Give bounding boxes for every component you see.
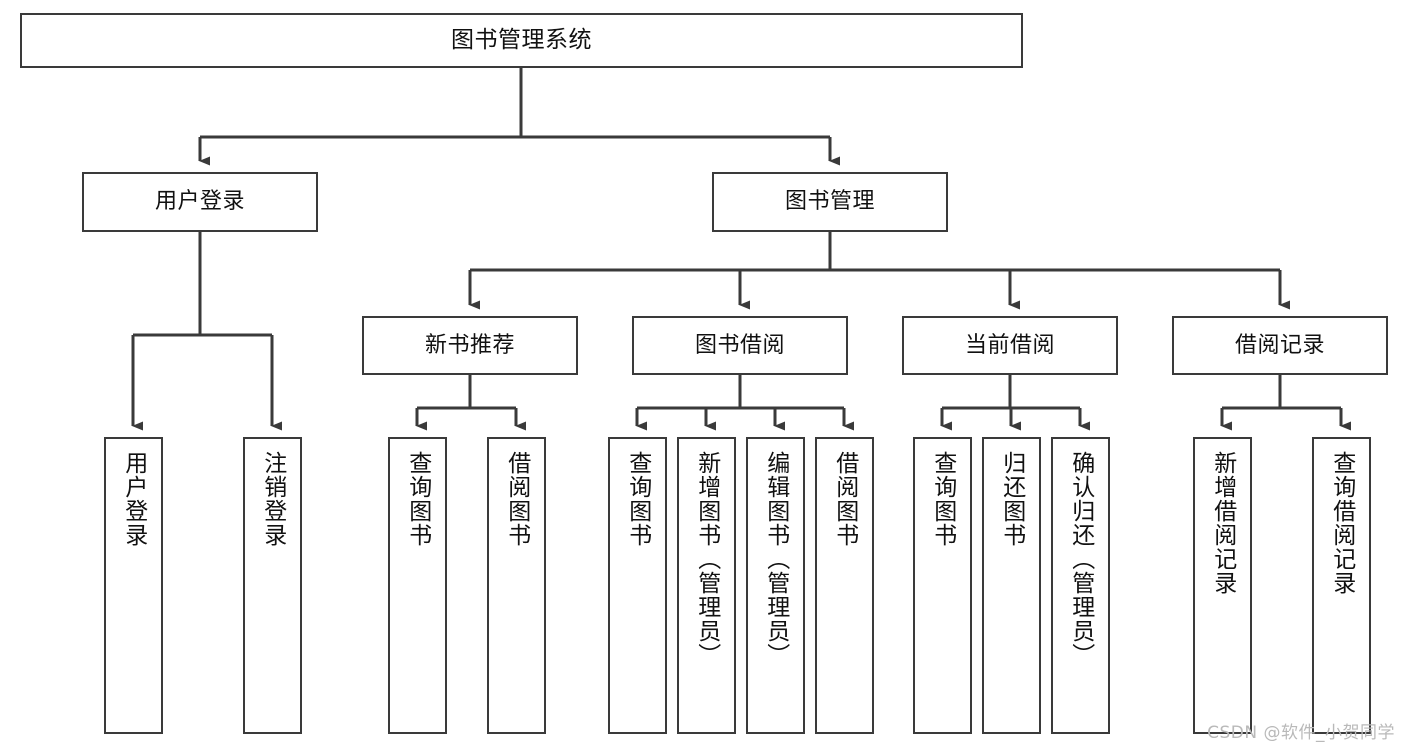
node-leaf-add-book[interactable]: 新增图书（管理员） bbox=[677, 437, 736, 734]
node-label: 图书管理系统 bbox=[451, 27, 592, 54]
node-label: 注销登录 bbox=[259, 451, 286, 547]
node-book-borrow[interactable]: 图书借阅 bbox=[632, 316, 848, 375]
node-leaf-add-record[interactable]: 新增借阅记录 bbox=[1193, 437, 1252, 734]
csdn-watermark: CSDN @软件_小贺同学 bbox=[1207, 723, 1395, 743]
node-label: 图书管理 bbox=[784, 189, 875, 215]
node-label: 查询图书 bbox=[624, 451, 651, 547]
node-label: 新增图书（管理员） bbox=[693, 451, 720, 667]
node-label: 编辑图书（管理员） bbox=[762, 451, 789, 667]
node-new-book-rec[interactable]: 新书推荐 bbox=[362, 316, 578, 375]
node-label: 确认归还（管理员） bbox=[1067, 451, 1094, 667]
node-book-manage[interactable]: 图书管理 bbox=[712, 172, 948, 232]
node-leaf-query-book-3[interactable]: 查询图书 bbox=[913, 437, 972, 734]
node-leaf-query-book-1[interactable]: 查询图书 bbox=[388, 437, 447, 734]
node-label: 查询借阅记录 bbox=[1328, 451, 1355, 595]
node-leaf-return-book[interactable]: 归还图书 bbox=[982, 437, 1041, 734]
node-label: 借阅记录 bbox=[1234, 332, 1325, 358]
node-label: 查询图书 bbox=[404, 451, 431, 547]
node-label: 当前借阅 bbox=[964, 332, 1055, 358]
node-leaf-user-login[interactable]: 用户登录 bbox=[104, 437, 163, 734]
node-label: 归还图书 bbox=[998, 451, 1025, 547]
node-current-borrow[interactable]: 当前借阅 bbox=[902, 316, 1118, 375]
node-leaf-borrow-book-1[interactable]: 借阅图书 bbox=[487, 437, 546, 734]
node-root[interactable]: 图书管理系统 bbox=[20, 13, 1023, 68]
node-label: 查询图书 bbox=[929, 451, 956, 547]
node-label: 用户登录 bbox=[154, 189, 245, 215]
node-label: 图书借阅 bbox=[694, 332, 785, 358]
node-label: 新书推荐 bbox=[424, 332, 515, 358]
node-borrow-record[interactable]: 借阅记录 bbox=[1172, 316, 1388, 375]
node-label: 用户登录 bbox=[120, 451, 147, 547]
node-leaf-user-logout[interactable]: 注销登录 bbox=[243, 437, 302, 734]
node-leaf-query-record[interactable]: 查询借阅记录 bbox=[1312, 437, 1371, 734]
node-leaf-query-book-2[interactable]: 查询图书 bbox=[608, 437, 667, 734]
node-leaf-edit-book[interactable]: 编辑图书（管理员） bbox=[746, 437, 805, 734]
node-leaf-confirm-return[interactable]: 确认归还（管理员） bbox=[1051, 437, 1110, 734]
node-user-login[interactable]: 用户登录 bbox=[82, 172, 318, 232]
node-label: 新增借阅记录 bbox=[1209, 451, 1236, 595]
node-leaf-borrow-book-2[interactable]: 借阅图书 bbox=[815, 437, 874, 734]
node-label: 借阅图书 bbox=[831, 451, 858, 547]
node-label: 借阅图书 bbox=[503, 451, 530, 547]
